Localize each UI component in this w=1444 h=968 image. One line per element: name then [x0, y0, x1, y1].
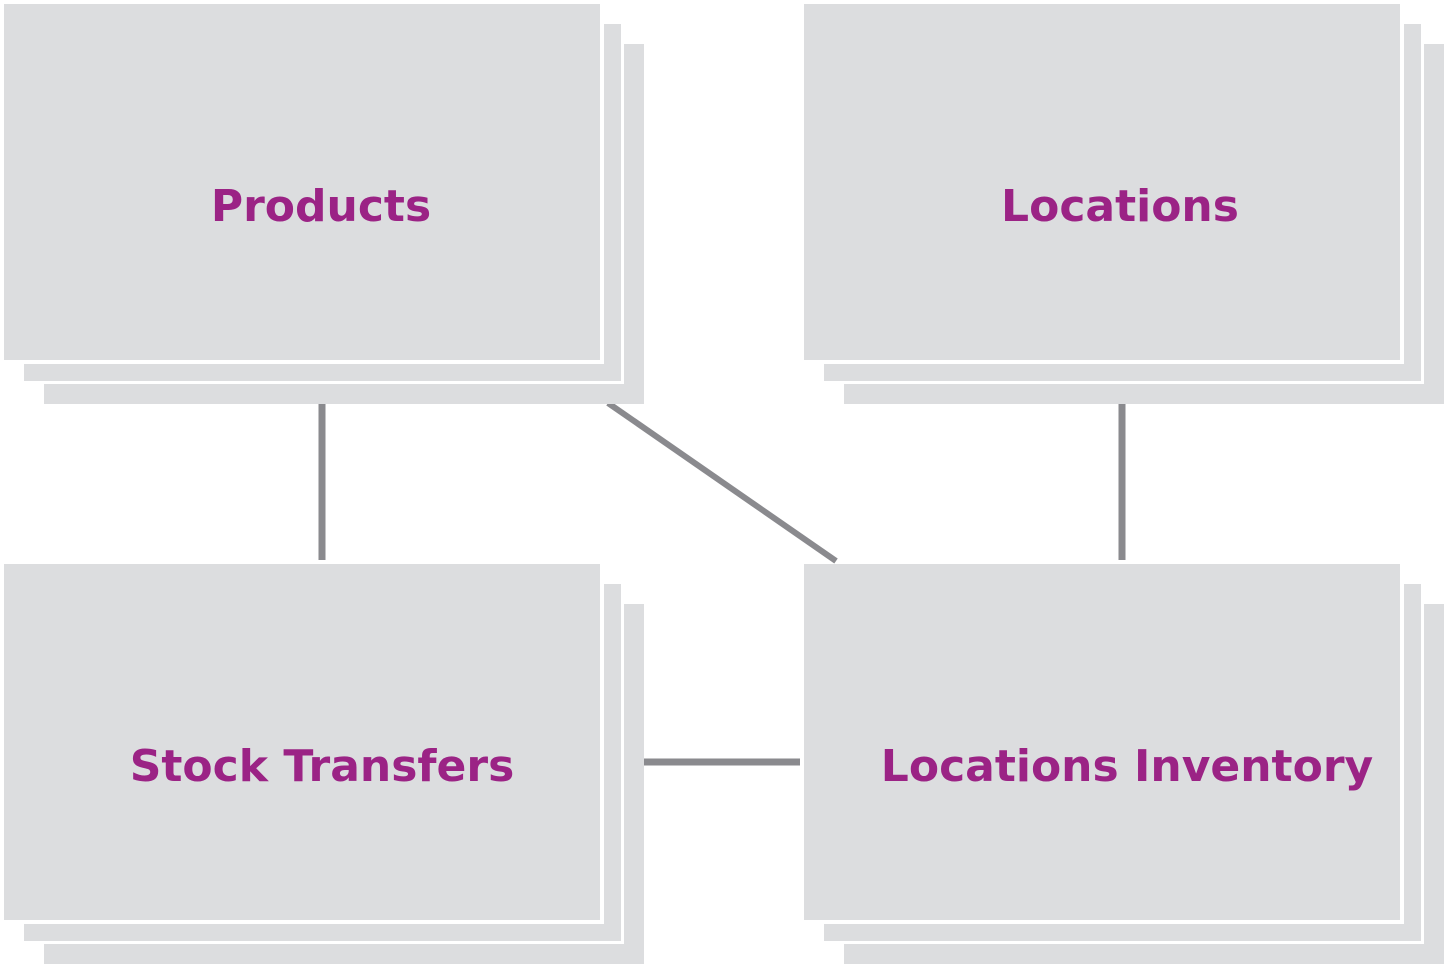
sheet-front [4, 564, 604, 924]
connector-products-locations-inventory [606, 400, 838, 564]
sheet-front [804, 564, 1404, 924]
entity-locations-inventory[interactable]: Locations Inventory [804, 564, 1444, 964]
entity-products[interactable]: Products [4, 4, 644, 404]
entity-stock-transfers[interactable]: Stock Transfers [4, 564, 644, 964]
sheet-front [4, 4, 604, 364]
entity-locations[interactable]: Locations [804, 4, 1444, 404]
sheet-front [804, 4, 1404, 364]
